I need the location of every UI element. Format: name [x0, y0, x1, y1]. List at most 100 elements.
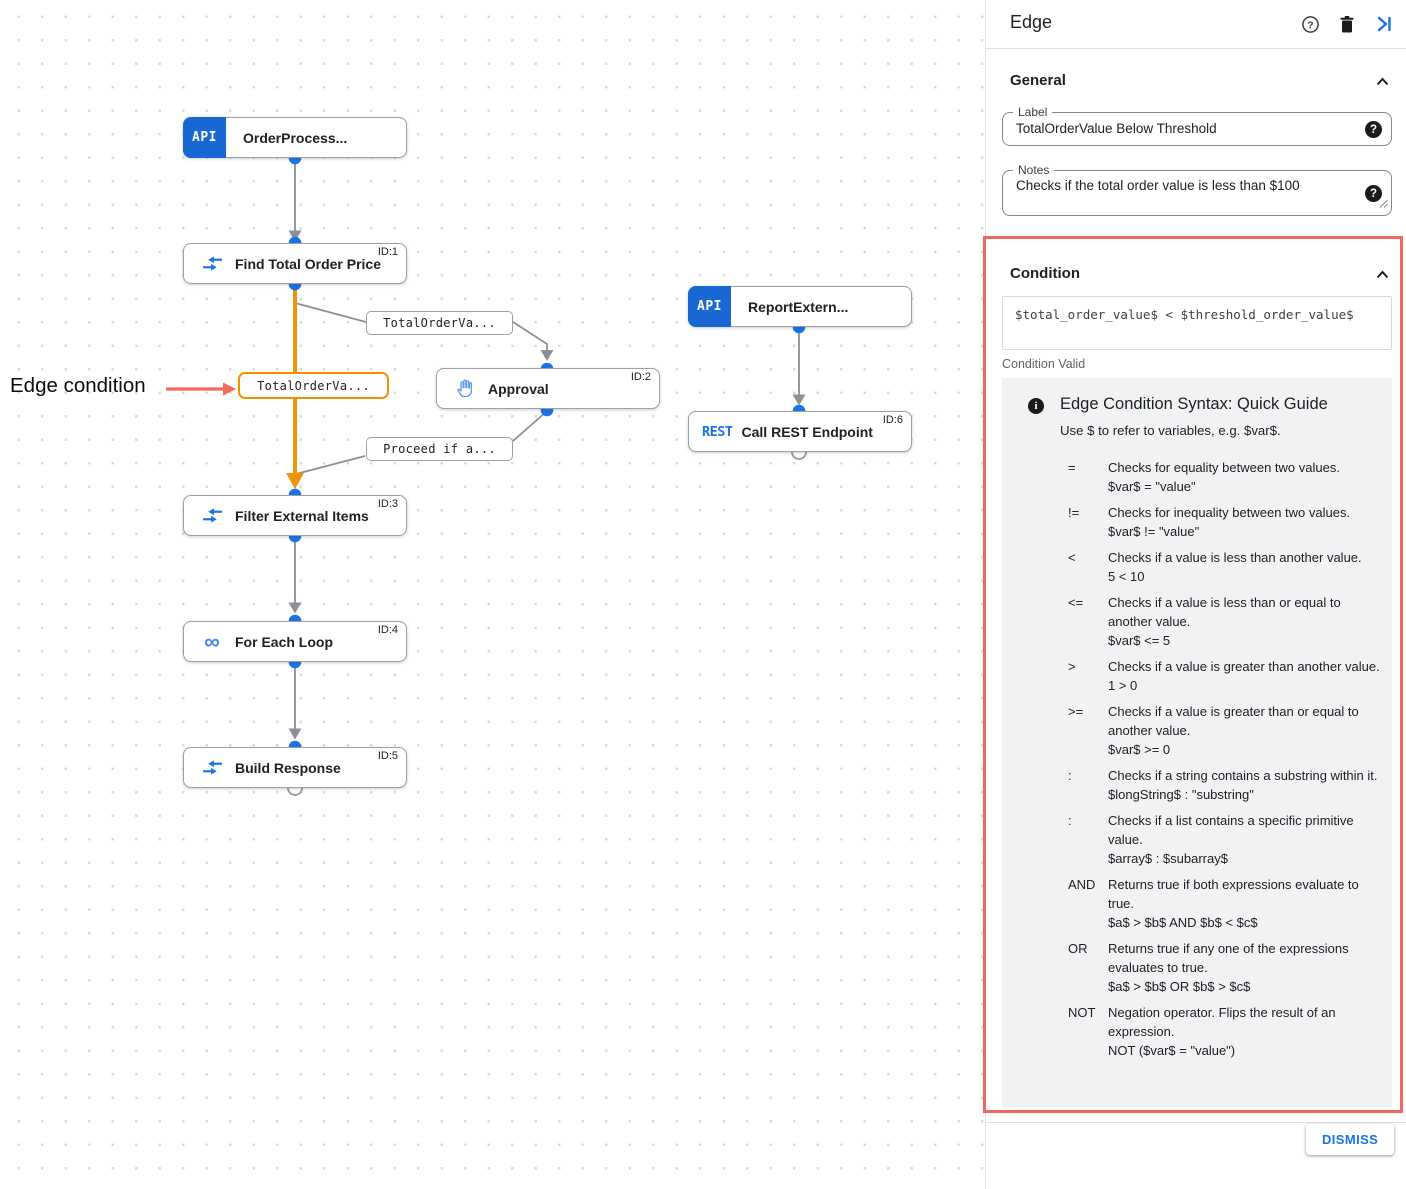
guide-title: Edge Condition Syntax: Quick Guide: [1060, 395, 1328, 413]
node-title: Build Response: [235, 759, 341, 776]
node-build-response[interactable]: Build Response ID:5: [183, 747, 407, 788]
guide-operator: :: [1068, 813, 1072, 828]
guide-operator: >: [1068, 659, 1076, 674]
node-id-label: ID:6: [882, 414, 903, 426]
guide-description: Checks if a value is less than or equal …: [1108, 595, 1341, 629]
node-id-label: ID:3: [377, 498, 398, 510]
hand-approval-icon: [452, 378, 478, 399]
condition-expression-input[interactable]: $total_order_value$ < $threshold_order_v…: [1002, 296, 1392, 350]
info-icon: i: [1028, 398, 1044, 414]
guide-operator: !=: [1068, 505, 1080, 520]
node-id-label: ID:5: [377, 750, 398, 762]
notes-field-value[interactable]: Checks if the total order value is less …: [1016, 178, 1300, 193]
api-badge-icon: API: [688, 286, 731, 327]
node-filter-external-items[interactable]: Filter External Items ID:3: [183, 495, 407, 536]
general-section-title: General: [1010, 72, 1066, 89]
panel-title: Edge: [1010, 12, 1053, 32]
guide-description: Checks if a value is less than another v…: [1108, 550, 1362, 565]
guide-example: $array$ : $subarray$: [1108, 851, 1228, 866]
resize-handle-icon[interactable]: [1379, 195, 1388, 213]
svg-text:?: ?: [1307, 20, 1313, 31]
guide-operator: <: [1068, 550, 1076, 565]
node-call-rest-endpoint[interactable]: REST Call REST Endpoint ID:6: [688, 411, 912, 452]
node-title: Filter External Items: [235, 507, 369, 524]
condition-section-title: Condition: [1010, 265, 1080, 282]
node-approval[interactable]: Approval ID:2: [436, 368, 660, 409]
label-field[interactable]: Label TotalOrderValue Below Threshold ?: [1002, 105, 1392, 146]
dismiss-button[interactable]: DISMISS: [1306, 1124, 1395, 1155]
guide-row: > Checks if a value is greater than anoth…: [1068, 657, 1382, 695]
notes-field[interactable]: Notes Checks if the total order value is…: [1002, 163, 1392, 216]
guide-description: Returns true if any one of the expressio…: [1108, 941, 1349, 975]
guide-subtitle: Use $ to refer to variables, e.g. $var$.: [1060, 423, 1281, 438]
general-collapse-chevron-icon[interactable]: [1370, 69, 1394, 93]
guide-example: $var$ >= 0: [1108, 742, 1171, 757]
label-field-label: Label: [1013, 105, 1053, 119]
node-id-label: ID:1: [377, 246, 398, 258]
label-field-value[interactable]: TotalOrderValue Below Threshold: [1016, 121, 1217, 136]
rest-icon: REST: [702, 423, 733, 440]
workflow-canvas[interactable]: API OrderProcess... Find Total Order Price…: [0, 0, 986, 1189]
notes-help-icon[interactable]: ?: [1365, 185, 1382, 202]
guide-operator: AND: [1068, 877, 1096, 892]
api-badge-icon: API: [183, 117, 226, 158]
for-each-loop-icon: ∞: [204, 628, 220, 654]
guide-row: : Checks if a string contains a substring…: [1068, 766, 1382, 804]
edge-condition-annotation: Edge condition: [10, 374, 146, 397]
node-title: Approval: [488, 380, 549, 397]
guide-example: $var$ != "value": [1108, 524, 1200, 539]
guide-description: Returns true if both expressions evaluat…: [1108, 877, 1359, 911]
edge-config-panel: Edge ? G: [986, 0, 1406, 1189]
help-icon[interactable]: ?: [1298, 12, 1322, 36]
label-help-icon[interactable]: ?: [1365, 121, 1382, 138]
guide-row: < Checks if a value is less than another …: [1068, 548, 1382, 586]
node-title: Call REST Endpoint: [741, 423, 873, 440]
data-mapping-icon: [199, 255, 225, 272]
guide-operator: >=: [1068, 704, 1084, 719]
guide-example: $var$ = "value": [1108, 479, 1196, 494]
edge-label-selected-edge[interactable]: TotalOrderVa...: [238, 372, 389, 399]
guide-description: Checks if a value is greater than anothe…: [1108, 659, 1380, 674]
guide-example: $a$ > $b$ OR $b$ > $c$: [1108, 979, 1251, 994]
annotation-arrow: [166, 382, 236, 396]
edge-label-from-approval[interactable]: Proceed if a...: [366, 437, 513, 461]
data-mapping-icon: [199, 507, 225, 524]
notes-field-label: Notes: [1013, 163, 1055, 177]
node-title: For Each Loop: [235, 633, 333, 650]
workflow-edges: [166, 151, 807, 796]
guide-row: =Checks for equality between two values.…: [1068, 458, 1382, 496]
guide-operator: NOT: [1068, 1005, 1096, 1020]
guide-row: AND Returns true if both expressions eval…: [1068, 875, 1382, 932]
delete-icon[interactable]: [1335, 12, 1359, 36]
edge-label-to-approval[interactable]: TotalOrderVa...: [366, 311, 513, 335]
condition-status: Condition Valid: [1002, 357, 1086, 371]
guide-row: <= Checks if a value is less than or equa…: [1068, 593, 1382, 650]
guide-row: :Checks if a list contains a specific pr…: [1068, 811, 1382, 868]
node-title: OrderProcess...: [243, 129, 348, 146]
guide-example: 5 < 10: [1108, 569, 1145, 584]
guide-operator: <=: [1068, 595, 1084, 610]
guide-operator: =: [1068, 460, 1076, 475]
collapse-panel-icon[interactable]: [1372, 12, 1396, 36]
guide-description: Checks if a value is greater than or equ…: [1108, 704, 1359, 738]
node-title: Find Total Order Price: [235, 255, 381, 272]
condition-collapse-chevron-icon[interactable]: [1370, 262, 1394, 286]
node-order-process[interactable]: API OrderProcess...: [183, 117, 407, 158]
guide-row: >= Checks if a value is greater than or e…: [1068, 702, 1382, 759]
guide-description: Checks for inequality between two values…: [1108, 505, 1351, 520]
guide-row: NOT Negation operator. Flips the result o…: [1068, 1003, 1382, 1060]
node-id-label: ID:2: [630, 371, 651, 383]
data-mapping-icon: [199, 759, 225, 776]
guide-row: OR Returns true if any one of the express…: [1068, 939, 1382, 996]
condition-syntax-guide: i Edge Condition Syntax: Quick Guide Use…: [1002, 378, 1392, 1108]
guide-operator: OR: [1068, 941, 1088, 956]
guide-example: $var$ <= 5: [1108, 633, 1171, 648]
guide-description: Checks if a string contains a substring …: [1108, 768, 1378, 783]
guide-description: Negation operator. Flips the result of a…: [1108, 1005, 1336, 1039]
guide-operator: :: [1068, 768, 1072, 783]
guide-example: $a$ > $b$ AND $b$ < $c$: [1108, 915, 1258, 930]
